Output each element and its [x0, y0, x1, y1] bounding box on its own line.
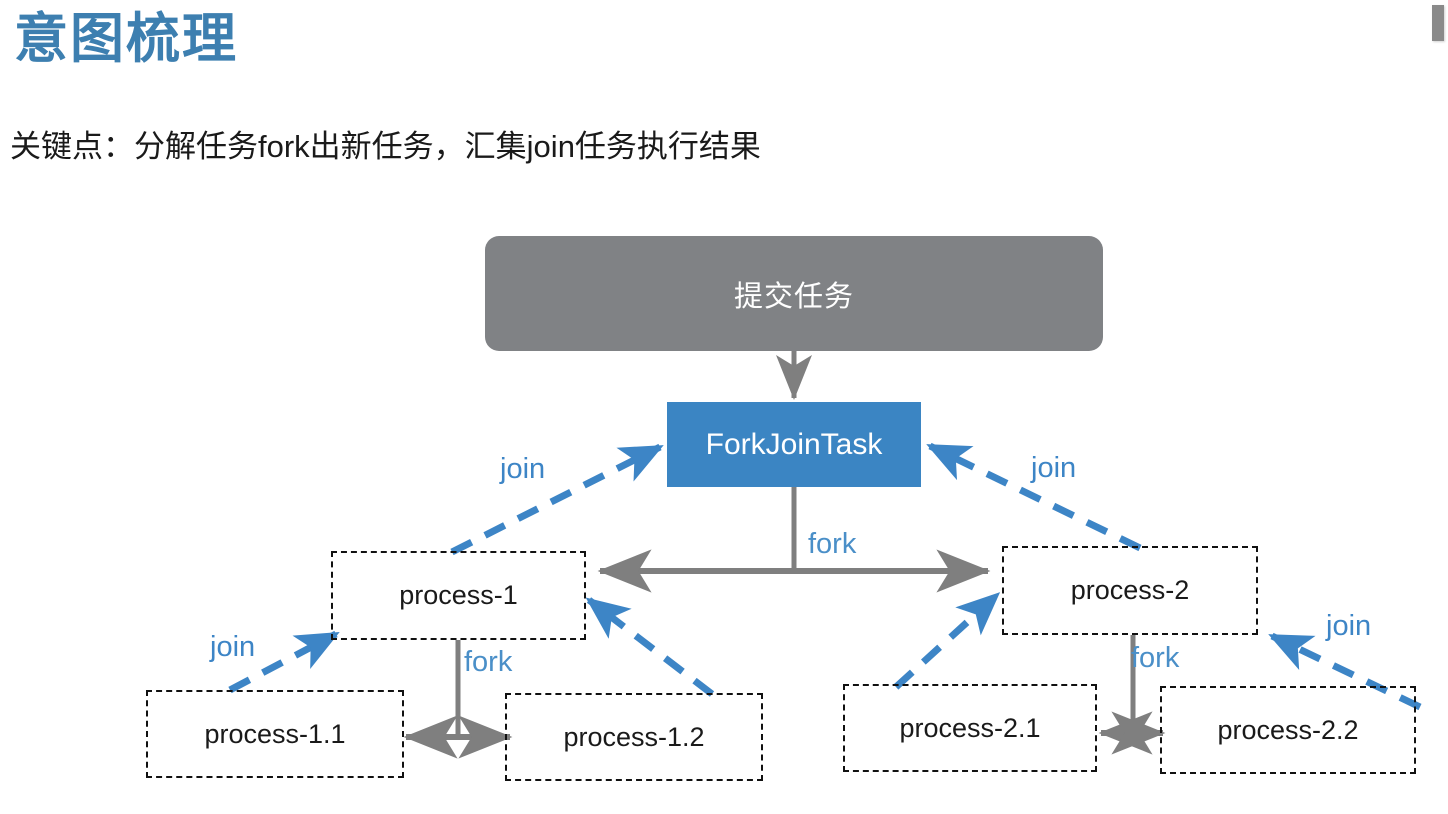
- edge-fork-root: [597, 487, 991, 593]
- node-process-1[interactable]: process-1: [331, 551, 586, 640]
- node-process-2-2-label: process-2.2: [1217, 714, 1359, 745]
- edge-label-join-right-top: join: [1031, 452, 1077, 484]
- node-process-2[interactable]: process-2: [1002, 546, 1258, 635]
- node-process-2-1-label: process-2.1: [899, 712, 1041, 743]
- page-title: 意图梳理: [14, 9, 238, 69]
- node-process-1-2-label: process-1.2: [563, 721, 705, 752]
- node-submit-task[interactable]: 提交任务: [485, 236, 1103, 351]
- node-process-1-1-label: process-1.1: [204, 718, 346, 749]
- edge-label-fork-root: fork: [808, 528, 857, 560]
- node-process-2-2[interactable]: process-2.2: [1160, 686, 1416, 774]
- edge-label-fork-process-2: fork: [1131, 642, 1180, 674]
- vertical-scrollbar-thumb[interactable]: [1432, 5, 1444, 41]
- edge-join-process-1-to-root: [450, 443, 664, 556]
- edge-label-join-left-top: join: [500, 453, 546, 485]
- node-process-2-1[interactable]: process-2.1: [843, 684, 1097, 772]
- node-forkjointask[interactable]: ForkJoinTask: [667, 402, 921, 487]
- node-process-1-label: process-1: [399, 580, 518, 610]
- edge-join-process-1-2-to-process-1: [585, 597, 715, 697]
- node-process-1-1[interactable]: process-1.1: [146, 690, 404, 778]
- page-subtitle: 关键点：分解任务fork出新任务，汇集join任务执行结果: [10, 129, 761, 164]
- node-forkjointask-label: ForkJoinTask: [705, 427, 883, 461]
- edge-join-process-2-1-to-process-2: [893, 592, 1001, 690]
- edge-label-join-right-bottom: join: [1326, 610, 1372, 642]
- node-process-2-label: process-2: [1070, 575, 1190, 605]
- edge-label-fork-process-1: fork: [464, 646, 513, 678]
- node-submit-task-label: 提交任务: [733, 280, 854, 313]
- node-process-1-2[interactable]: process-1.2: [505, 693, 763, 781]
- edge-label-join-left-bottom: join: [210, 631, 256, 663]
